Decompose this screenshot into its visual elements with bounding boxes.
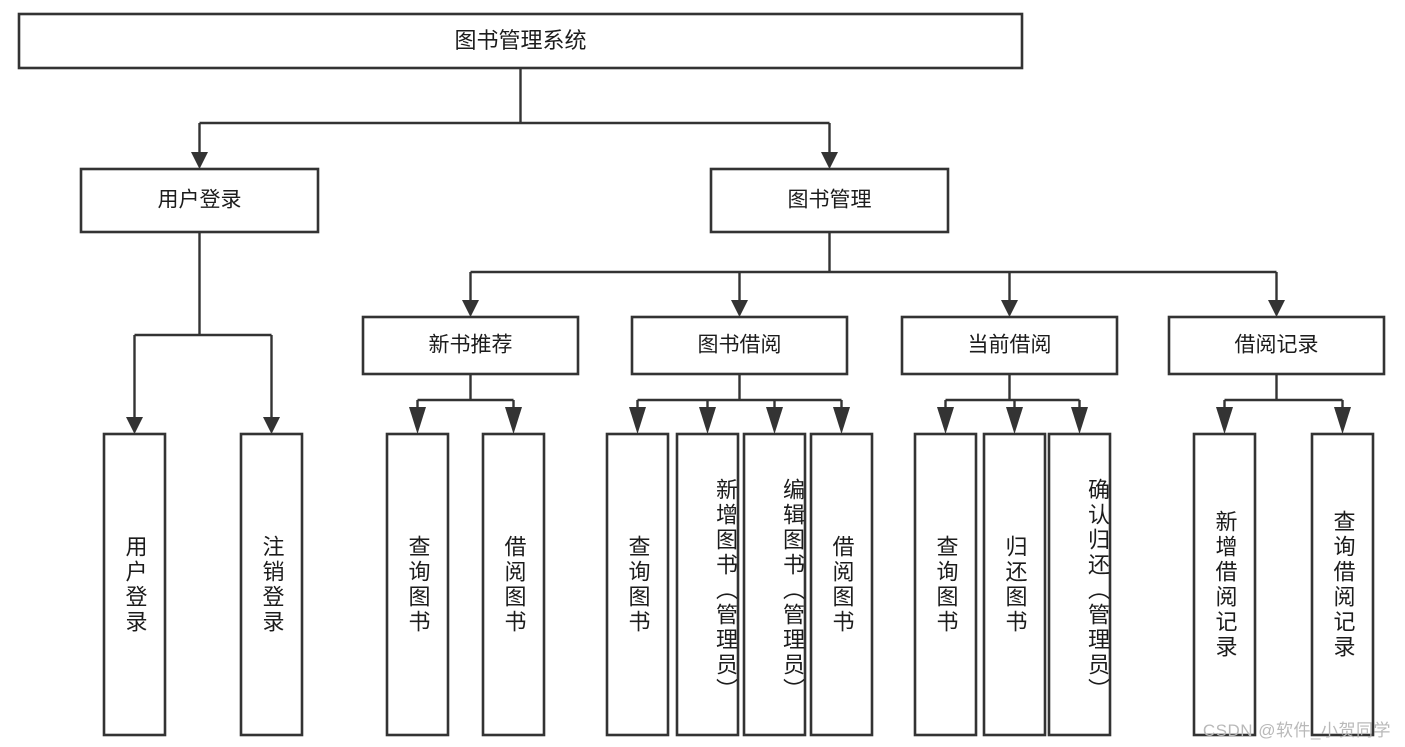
csdn-watermark: CSDN @软件_小贺同学 (1202, 721, 1391, 740)
leaf-box-book-borrow-3[interactable] (742, 432, 807, 737)
arrow-head-current-leaf3 (1071, 407, 1088, 434)
arrow-head-newbook-leaf2 (505, 407, 522, 434)
leaf-box-current-borrow-2[interactable] (982, 432, 1047, 737)
node-current-borrow-label: 当前借阅 (968, 334, 1052, 357)
arrow-head-borrow-leaf1 (629, 407, 646, 434)
arrow-head-record-leaf1 (1216, 407, 1233, 434)
leaf-box-new-book-2[interactable] (481, 432, 546, 737)
arrow-head-borrow-leaf3 (766, 407, 783, 434)
leaf-box-current-borrow-3[interactable] (1047, 432, 1112, 737)
leaf-box-book-borrow-4[interactable] (809, 432, 874, 737)
arrow-head-userlogin-leaf1 (126, 417, 143, 434)
leaf-box-user-login-2[interactable] (239, 432, 304, 737)
node-book-borrow-label: 图书借阅 (698, 334, 782, 357)
arrow-head-borrow (731, 300, 748, 317)
leaf-box-book-borrow-2[interactable] (675, 432, 740, 737)
leaf-box-current-borrow-1[interactable] (913, 432, 978, 737)
arrow-head-user-login (191, 152, 208, 169)
node-book-mgmt-label: 图书管理 (788, 189, 872, 212)
leaf-box-user-login-1[interactable] (102, 432, 167, 737)
arrow-head-record-leaf2 (1334, 407, 1351, 434)
arrow-head-current (1001, 300, 1018, 317)
node-book-mgmt-box[interactable] (709, 167, 950, 234)
arrow-head-book-mgmt (821, 152, 838, 169)
node-borrow-record-box[interactable] (1167, 315, 1386, 376)
connector-layer (126, 68, 1351, 434)
node-new-book-recommend-label: 新书推荐 (429, 334, 513, 357)
arrow-head-current-leaf1 (937, 407, 954, 434)
node-current-borrow-box[interactable] (900, 315, 1119, 376)
arrow-head-current-leaf2 (1006, 407, 1023, 434)
node-new-book-recommend-box[interactable] (361, 315, 580, 376)
arrow-head-newbook (462, 300, 479, 317)
node-user-login-label: 用户登录 (158, 189, 242, 212)
node-root-label: 图书管理系统 (454, 28, 586, 53)
node-book-borrow-box[interactable] (630, 315, 849, 376)
leaf-box-new-book-1[interactable] (385, 432, 450, 737)
arrow-head-borrow-leaf2 (699, 407, 716, 434)
leaf-box-borrow-record-1[interactable] (1192, 432, 1257, 737)
leaf-box-borrow-record-2[interactable] (1310, 432, 1375, 737)
node-user-login-box[interactable] (79, 167, 320, 234)
node-layer: 图书管理系统 用户登录 图书管理 新书推荐 图书借阅 当前借阅 借阅记录 (17, 12, 1386, 737)
arrow-head-newbook-leaf1 (409, 407, 426, 434)
arrow-head-userlogin-leaf2 (263, 417, 280, 434)
leaf-box-book-borrow-1[interactable] (605, 432, 670, 737)
node-root-box[interactable] (17, 12, 1024, 70)
node-borrow-record-label: 借阅记录 (1235, 334, 1319, 357)
arrow-head-record (1268, 300, 1285, 317)
arrow-head-borrow-leaf4 (833, 407, 850, 434)
